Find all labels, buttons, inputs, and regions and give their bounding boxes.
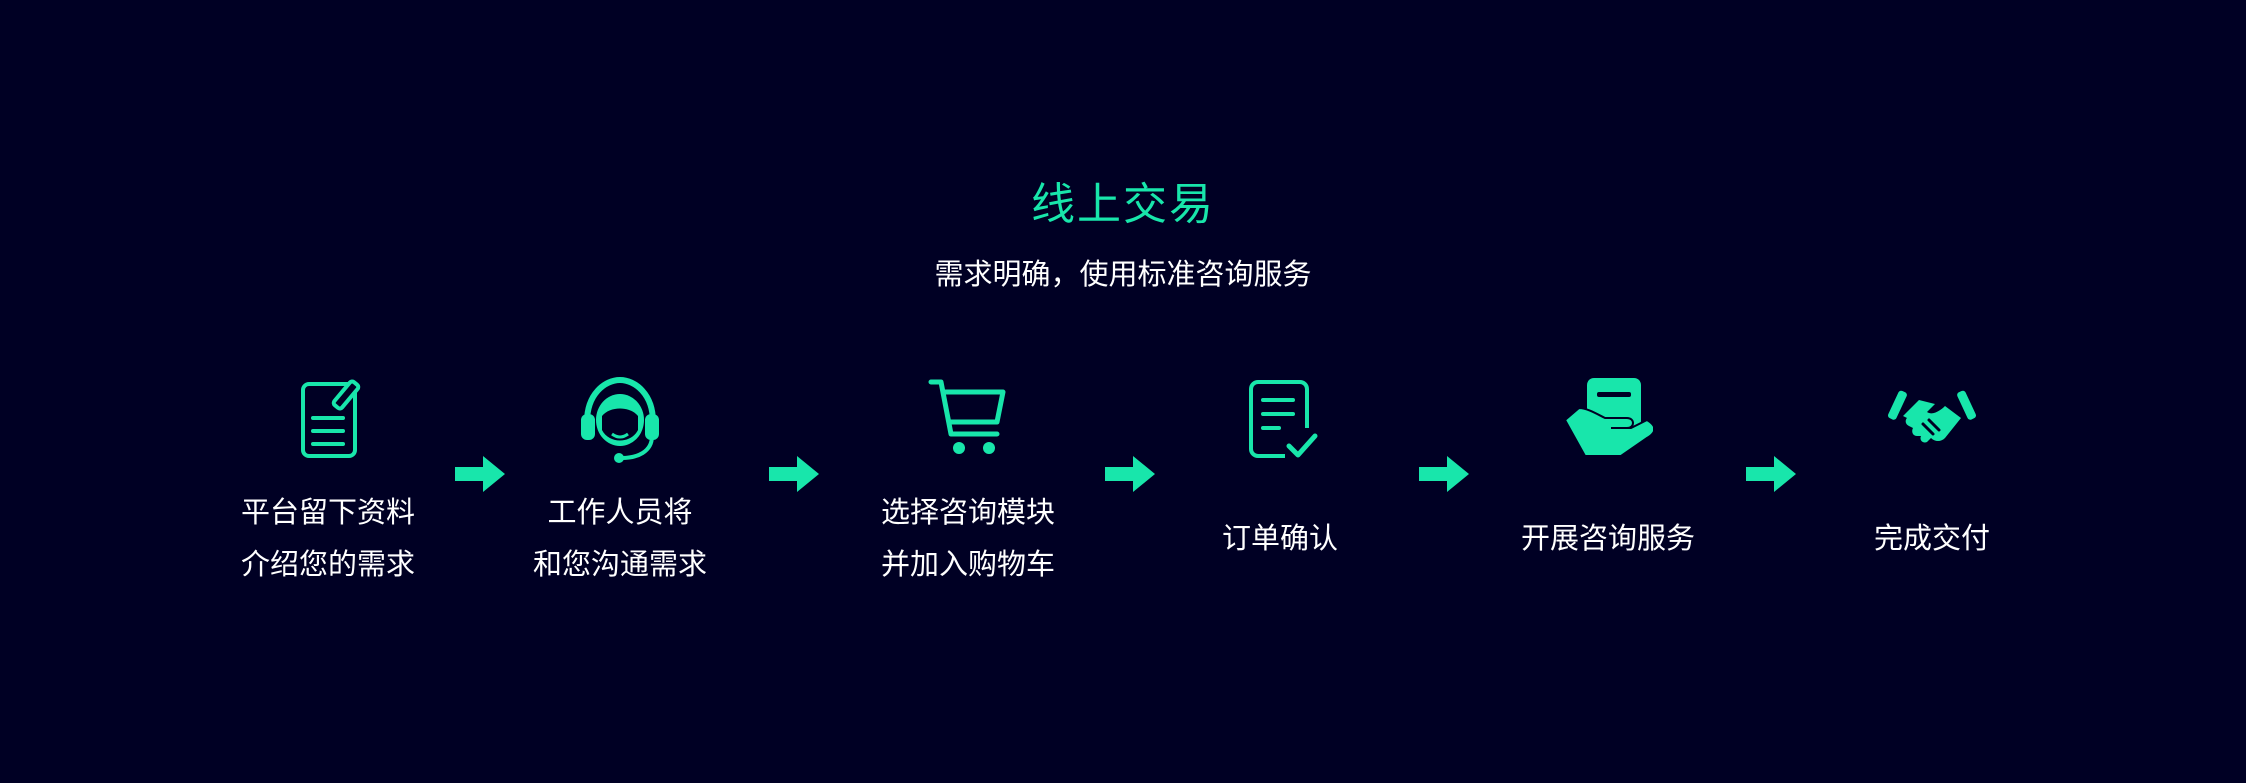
- step-staff-communication: 工作人员将 和您沟通需求: [480, 376, 760, 616]
- step-label: 开展咨询服务: [1520, 521, 1695, 555]
- customer-service-headset-icon: [575, 376, 665, 466]
- form-edit-icon: [283, 376, 373, 466]
- arrow-right-icon: [1419, 456, 1469, 492]
- step-order-confirm: 订单确认: [1140, 376, 1420, 616]
- step-label-line2: 并加入购物车: [880, 547, 1055, 581]
- step-delivery-complete: 完成交付: [1792, 376, 2072, 616]
- step-submit-info: 平台留下资料 介绍您的需求: [188, 376, 468, 616]
- page-title: 线上交易: [1031, 179, 1215, 230]
- step-label-line2: 和您沟通需求: [532, 547, 707, 581]
- step-label-line2: 介绍您的需求: [240, 547, 415, 581]
- step-label-line1: 工作人员将: [547, 495, 693, 529]
- arrow-right-icon: [1746, 456, 1796, 492]
- page-subtitle: 需求明确，使用标准咨询服务: [934, 257, 1312, 291]
- order-checklist-icon: [1235, 376, 1325, 466]
- arrow-right-icon: [1105, 456, 1155, 492]
- step-label-line1: 平台留下资料: [240, 495, 415, 529]
- step-select-module: 选择咨询模块 并加入购物车: [828, 376, 1108, 616]
- arrow-right-icon: [769, 456, 819, 492]
- consulting-service-icon: [1563, 376, 1653, 466]
- shopping-cart-icon: [923, 376, 1013, 466]
- step-label-line1: 选择咨询模块: [880, 495, 1055, 529]
- step-label: 订单确认: [1221, 521, 1338, 555]
- step-consulting-service: 开展咨询服务: [1468, 376, 1748, 616]
- handshake-icon: [1887, 376, 1977, 466]
- step-label: 完成交付: [1873, 521, 1990, 555]
- arrow-right-icon: [455, 456, 505, 492]
